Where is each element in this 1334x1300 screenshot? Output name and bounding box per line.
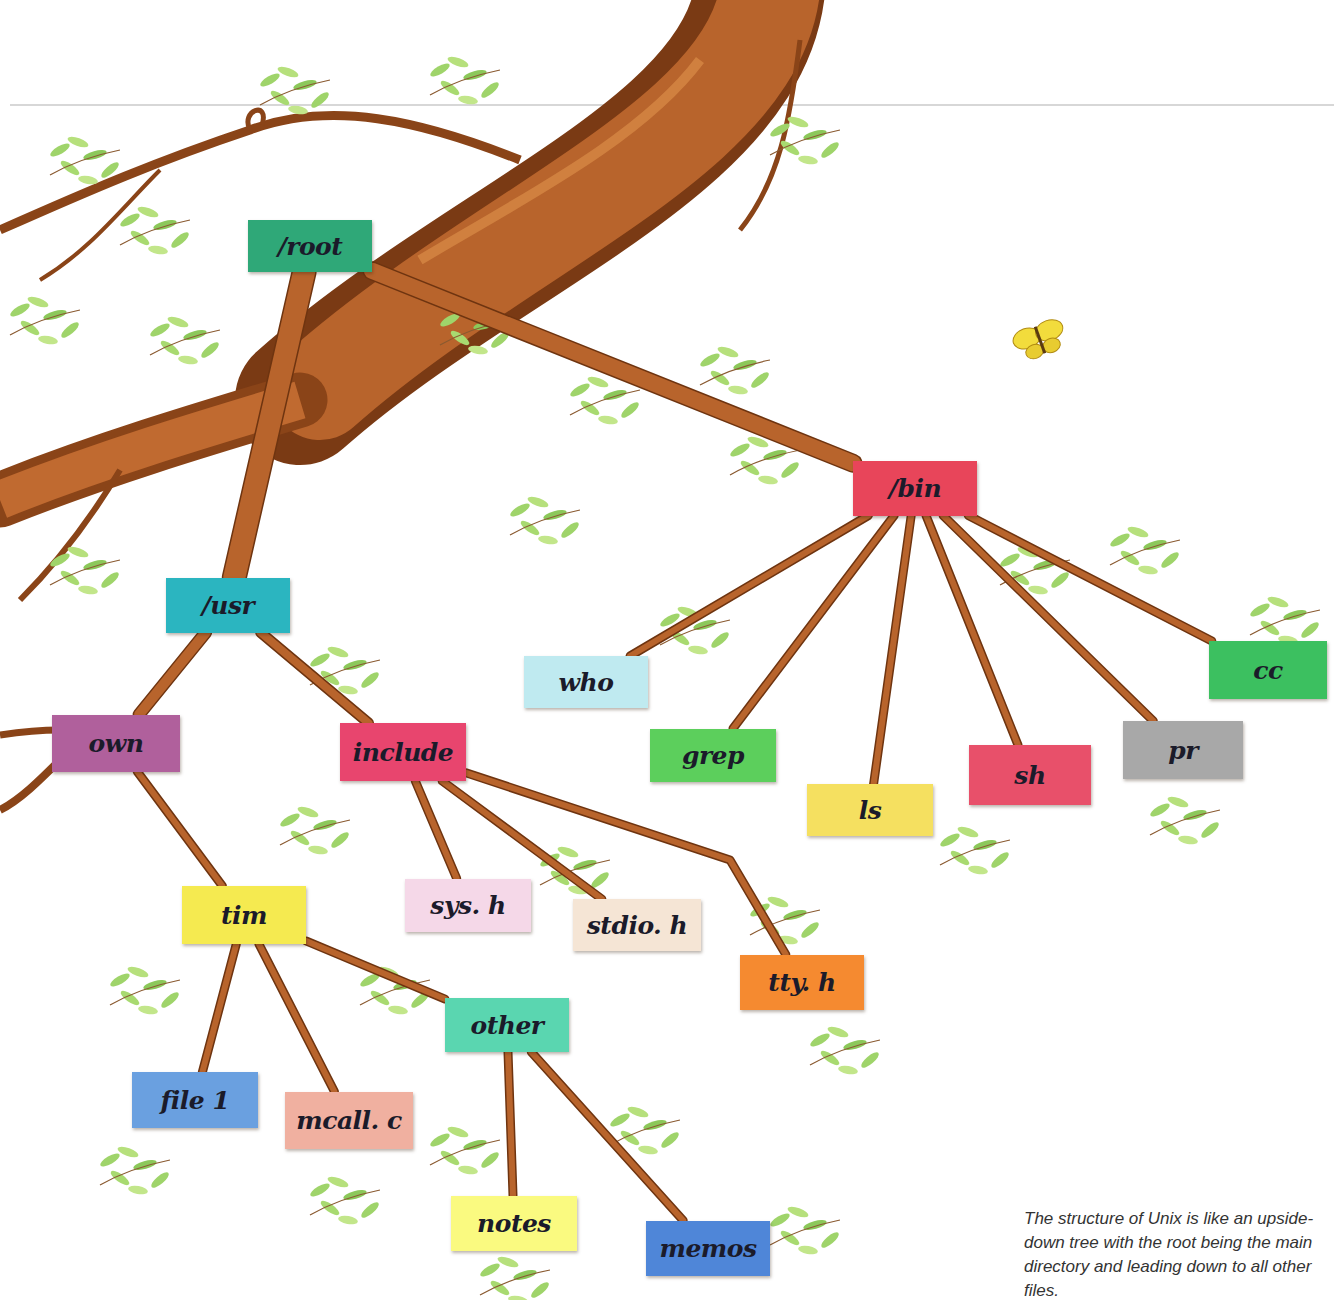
directory-box: file 1 xyxy=(132,1072,258,1128)
directory-box: /bin xyxy=(853,461,977,516)
directory-name: include xyxy=(353,738,453,767)
directory-name: sys. h xyxy=(430,891,505,920)
directory-name: who xyxy=(559,668,614,697)
directory-name: tty. h xyxy=(768,968,835,997)
directory-box: sh xyxy=(969,745,1091,805)
directory-name: pr xyxy=(1168,736,1198,765)
directory-box: own xyxy=(52,715,180,772)
directory-box: stdio. h xyxy=(573,899,701,951)
directory-box: other xyxy=(445,998,569,1052)
directory-name: ls xyxy=(859,796,882,825)
directory-box: /root xyxy=(248,220,372,272)
directory-box: pr xyxy=(1123,721,1243,779)
directory-box: sys. h xyxy=(405,879,531,932)
directory-box: include xyxy=(340,723,466,781)
branch xyxy=(415,781,456,879)
directory-box: who xyxy=(524,656,648,708)
directory-name: sh xyxy=(1014,761,1045,790)
directory-box: cc xyxy=(1209,641,1327,699)
branch xyxy=(137,772,222,887)
directory-box: memos xyxy=(646,1221,770,1276)
directory-box: notes xyxy=(451,1196,577,1251)
branch xyxy=(202,944,236,1072)
directory-name: other xyxy=(471,1011,544,1040)
directory-name: /root xyxy=(278,232,343,261)
directory-box: tim xyxy=(182,886,306,944)
directory-name: /usr xyxy=(202,591,255,620)
directory-box: /usr xyxy=(166,578,290,633)
branch xyxy=(234,272,304,578)
directory-name: grep xyxy=(682,741,744,770)
directory-name: file 1 xyxy=(161,1086,230,1115)
directory-box: grep xyxy=(650,729,776,782)
directory-box: tty. h xyxy=(740,955,864,1010)
branch xyxy=(261,633,369,724)
branch xyxy=(306,941,445,999)
branch xyxy=(630,516,868,657)
directory-name: cc xyxy=(1253,656,1282,685)
directory-name: notes xyxy=(477,1209,551,1238)
directory-box: mcall. c xyxy=(285,1092,413,1149)
branch xyxy=(508,1052,513,1196)
branch xyxy=(943,516,1153,722)
directory-name: tim xyxy=(221,901,267,930)
branch xyxy=(733,516,894,729)
branch xyxy=(874,516,912,785)
branch xyxy=(139,633,206,715)
directory-box: ls xyxy=(807,784,933,836)
directory-name: stdio. h xyxy=(587,911,687,940)
caption: The structure of Unix is like an upside-… xyxy=(1024,1207,1324,1300)
directory-name: mcall. c xyxy=(296,1106,402,1135)
branch xyxy=(968,516,1212,642)
branch xyxy=(372,271,853,463)
directory-name: own xyxy=(89,729,144,758)
directory-name: memos xyxy=(659,1234,756,1263)
branch xyxy=(259,944,335,1092)
directory-name: /bin xyxy=(889,474,941,503)
